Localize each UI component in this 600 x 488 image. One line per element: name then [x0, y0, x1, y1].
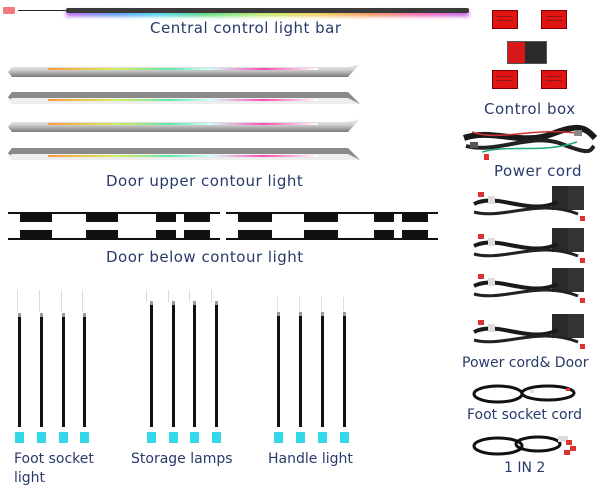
cable	[62, 317, 65, 427]
cable	[40, 317, 43, 427]
one-in-two-label: 1 IN 2	[504, 460, 546, 476]
cable-lead	[39, 290, 40, 312]
cable-lead	[17, 290, 18, 312]
cable	[83, 317, 86, 427]
power-cord-harness	[462, 124, 598, 166]
control-module	[541, 70, 567, 89]
cable-lead	[82, 290, 83, 312]
upper-contour-bar	[8, 118, 360, 136]
cable-lead	[321, 297, 322, 311]
connector-cap	[147, 432, 156, 443]
cable	[321, 316, 324, 427]
power-cord-label: Power cord	[494, 162, 582, 180]
power-cord-door-label: Power cord& Door	[462, 355, 589, 371]
cable-tip	[18, 313, 21, 317]
door-below-contour-strip	[226, 210, 438, 242]
handle-light-label: Handle light	[268, 451, 353, 467]
cable	[150, 305, 153, 427]
central-bar-label: Central control light bar	[150, 19, 342, 37]
cable-lead	[277, 297, 278, 311]
cable-lead	[299, 297, 300, 311]
cable-lead	[146, 290, 147, 302]
wire	[18, 10, 66, 11]
control-box-label: Control box	[484, 100, 576, 118]
rgb-glow	[66, 11, 469, 16]
cable	[172, 305, 175, 427]
cable	[343, 316, 346, 427]
cable	[215, 305, 218, 427]
control-module	[492, 10, 518, 29]
foot-socket-cord	[470, 382, 580, 410]
cable-tip	[277, 312, 280, 316]
storage-lamps-label: Storage lamps	[131, 451, 233, 467]
upper-contour-bar	[8, 88, 360, 106]
cable-tip	[321, 312, 324, 316]
cable	[277, 316, 280, 427]
cable	[193, 305, 196, 427]
cable-lead	[211, 290, 212, 302]
connector-cap	[340, 432, 349, 443]
cable-tip	[193, 301, 196, 305]
cable-tip	[150, 301, 153, 305]
cable-lead	[189, 290, 190, 302]
cable	[18, 317, 21, 427]
upper-contour-bar	[8, 144, 360, 162]
cable	[299, 316, 302, 427]
cable-tip	[62, 313, 65, 317]
connector-cap	[80, 432, 89, 443]
cable-tip	[215, 301, 218, 305]
door-harness	[468, 226, 596, 272]
cable-tip	[299, 312, 302, 316]
foot-socket-cord-label: Foot socket cord	[467, 407, 583, 423]
foot-socket-label: Foot socket	[14, 451, 94, 467]
control-module	[492, 70, 518, 89]
connector-cap	[274, 432, 283, 443]
one-in-two-cord	[470, 432, 580, 464]
cable-tip	[83, 313, 86, 317]
main-controller	[507, 41, 547, 64]
door-upper-label: Door upper contour light	[106, 172, 304, 190]
connector-cap	[212, 432, 221, 443]
connector-plug-icon	[3, 7, 15, 14]
connector-cap	[296, 432, 305, 443]
door-harness	[468, 312, 596, 358]
connector-cap	[190, 432, 199, 443]
door-below-label: Door below contour light	[106, 248, 304, 266]
cable-lead	[61, 290, 62, 312]
control-module	[541, 10, 567, 29]
connector-cap	[37, 432, 46, 443]
cable-lead	[168, 290, 169, 302]
door-below-contour-strip	[8, 210, 220, 242]
connector-cap	[169, 432, 178, 443]
door-harness	[468, 184, 596, 230]
door-harness	[468, 266, 596, 312]
foot-socket-label-line2: light	[14, 470, 46, 486]
light-bar	[66, 8, 469, 13]
connector-cap	[15, 432, 24, 443]
cable-tip	[172, 301, 175, 305]
cable-lead	[343, 297, 344, 311]
connector-cap	[59, 432, 68, 443]
upper-contour-bar	[8, 63, 360, 81]
cable-tip	[40, 313, 43, 317]
cable-tip	[343, 312, 346, 316]
connector-cap	[318, 432, 327, 443]
